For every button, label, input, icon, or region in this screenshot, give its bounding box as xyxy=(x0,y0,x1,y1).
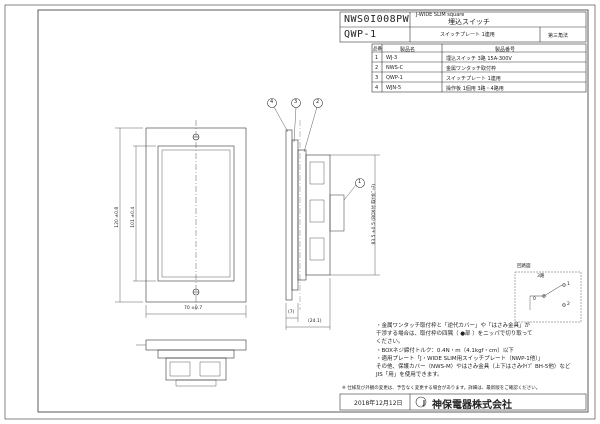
drawing-title: 埋込スイッチ xyxy=(448,18,490,26)
parts-row-desc: 金属ワンタッチ取付枠 xyxy=(446,66,497,72)
drawing-date: 2018年12月12日 xyxy=(354,400,403,407)
logo-mark: J xyxy=(422,400,425,407)
bottom-plate xyxy=(145,339,247,351)
parts-row-no: 3 xyxy=(375,75,379,81)
notes-block: ・金属ワンタッチ取付枠と「逆代カバー」や「はさみ金具」が 干渉する場合は、取付枠… xyxy=(376,322,570,379)
note-line: ください。 xyxy=(376,339,404,346)
circuit-terminal-2: 2 xyxy=(567,302,570,307)
model-code: NWS0I008PW xyxy=(344,14,410,25)
side-switch-body xyxy=(305,154,331,276)
callout-label-1: 1 xyxy=(358,179,362,185)
model-sub: QWP-1 xyxy=(344,29,377,40)
dim-depth-a: (7) xyxy=(288,310,295,315)
parts-row-no: 1 xyxy=(375,55,379,61)
dim-depth-b: (24.1) xyxy=(308,319,322,324)
company-block xyxy=(339,393,587,411)
company-name: 神保電器株式会社 xyxy=(432,400,512,411)
series-name: J-WIDE SLIM square xyxy=(416,12,465,18)
parts-header-no: 品番 xyxy=(373,47,382,52)
projection-method: 第三角法 xyxy=(548,33,569,39)
side-frame xyxy=(291,139,299,291)
circuit-type: 3路 xyxy=(537,274,545,279)
outer-border xyxy=(4,4,596,420)
note-line: 干渉する場合は、取付枠の四隅（ ●部 ）をニッパで切り取って xyxy=(376,331,533,338)
parts-header-name: 製品名 xyxy=(400,47,416,53)
parts-row-desc: 埋込スイッチ 3路 15A-300V xyxy=(446,56,512,62)
side-terminal-block xyxy=(329,194,345,232)
callout-2 xyxy=(313,98,323,108)
company-logo-icon xyxy=(415,396,427,408)
parts-row-code: WJN-5 xyxy=(386,85,402,91)
parts-table-frame xyxy=(371,43,587,93)
callout-4 xyxy=(267,98,277,108)
parts-row-no: 2 xyxy=(375,65,379,71)
callout-label-2: 2 xyxy=(316,99,320,105)
dim-plate-width: 70 ±0.7 xyxy=(184,306,203,311)
note-line: ・BOXネジ締付トルク：0.4N・m（4.1kgf・cm）以下 xyxy=(376,347,514,354)
callout-label-4: 4 xyxy=(270,99,274,105)
note-line: ・適用プレート「J・WIDE SLIM用スイッチプレート（NWP-1他）」 xyxy=(376,355,544,362)
side-plate xyxy=(285,129,293,301)
drawing-subtitle: スイッチプレート 1連用 xyxy=(440,32,495,38)
circuit-terminal-1: 1 xyxy=(567,282,570,287)
circuit-terminal-0: 0 xyxy=(533,297,536,302)
parts-row-code: NWS-C xyxy=(386,65,404,71)
note-line: JIS「用」を使用できます。 xyxy=(376,372,443,379)
parts-row-code: QWP-1 xyxy=(386,75,403,81)
footnote: ※ 仕様及び外観の変更は、予告なく変更する場合があります。詳細は、最新版をご確認… xyxy=(342,386,541,391)
circuit-label: 回路図 xyxy=(517,264,531,269)
dim-plate-height: 120 ±0.8 xyxy=(115,206,121,228)
parts-row-code: WJ-3 xyxy=(386,55,398,61)
bottom-body xyxy=(165,357,227,381)
callout-label-3: 3 xyxy=(294,99,298,105)
drawing-frame xyxy=(37,9,589,413)
parts-row-no: 4 xyxy=(375,85,379,91)
dim-window-height: 101 ±0.4 xyxy=(131,206,137,228)
parts-row-desc: スイッチプレート 1連用 xyxy=(446,76,501,82)
circuit-diagram-frame xyxy=(514,271,582,323)
note-line: ・金属ワンタッチ取付枠と「逆代カバー」や「はさみ金具」が xyxy=(376,323,531,329)
dim-box-height: 83.5 ±0.5 (BOX付 取付ﾋﾟｯﾁ) xyxy=(372,183,378,245)
side-body-front xyxy=(297,149,307,281)
parts-row-desc: 操作板 1個用 3路・4路用 xyxy=(446,86,504,92)
parts-header-number: 製品番号 xyxy=(495,47,516,53)
callout-1 xyxy=(355,178,365,188)
note-line: その他、保護カバー（NWS-M）やはさみ金具（上下はさみﾀｲﾌﾟ BH-5他）な… xyxy=(376,364,571,371)
